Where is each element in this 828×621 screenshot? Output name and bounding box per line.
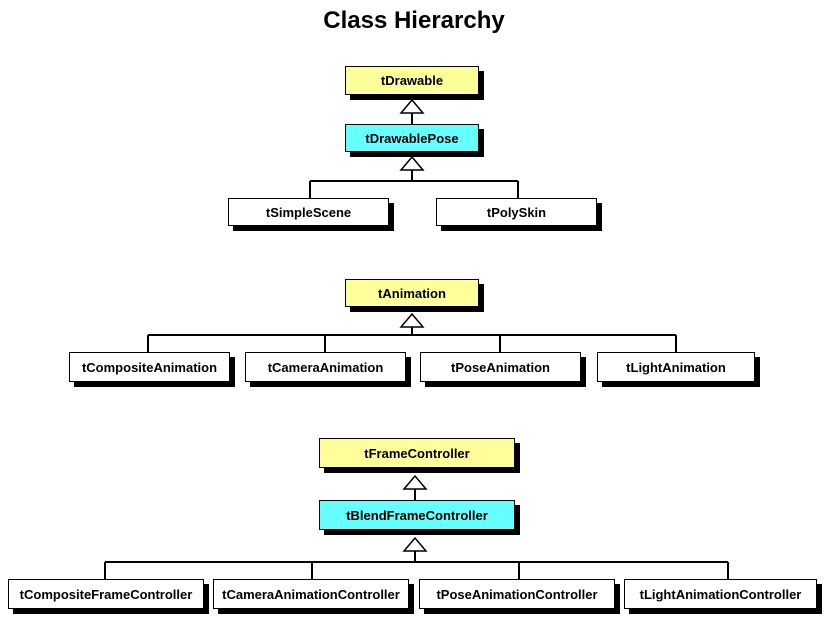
class-box-tsimplescene: tSimpleScene xyxy=(228,198,389,226)
class-box-tcompositeanimation: tCompositeAnimation xyxy=(69,352,230,382)
class-box-tcameraanimation: tCameraAnimation xyxy=(245,352,406,382)
class-box-tdrawablepose: tDrawablePose xyxy=(345,124,479,152)
class-box-tpolyskin: tPolySkin xyxy=(436,198,597,226)
class-box-tcompositeframecontroller: tCompositeFrameController xyxy=(8,579,204,609)
class-box-tcameraanimationcontroller: tCameraAnimationController xyxy=(213,579,409,609)
diagram-title: Class Hierarchy xyxy=(323,7,505,34)
class-box-tblendframecontroller: tBlendFrameController xyxy=(319,500,515,530)
inherit-arrow-icon xyxy=(402,474,428,490)
inherit-arrow-icon xyxy=(402,536,428,552)
inherit-arrow-icon xyxy=(399,98,425,114)
class-box-tanimation: tAnimation xyxy=(345,279,479,307)
class-box-tdrawable: tDrawable xyxy=(345,66,479,95)
class-box-tframecontroller: tFrameController xyxy=(319,438,515,468)
class-box-tposeanimation: tPoseAnimation xyxy=(420,352,581,382)
class-box-tposeanimationcontroller: tPoseAnimationController xyxy=(419,579,615,609)
inherit-arrow-icon xyxy=(399,155,425,171)
inherit-arrow-icon xyxy=(399,312,425,328)
class-box-tlightanimationcontroller: tLightAnimationController xyxy=(624,579,817,609)
class-box-tlightanimation: tLightAnimation xyxy=(597,352,755,382)
